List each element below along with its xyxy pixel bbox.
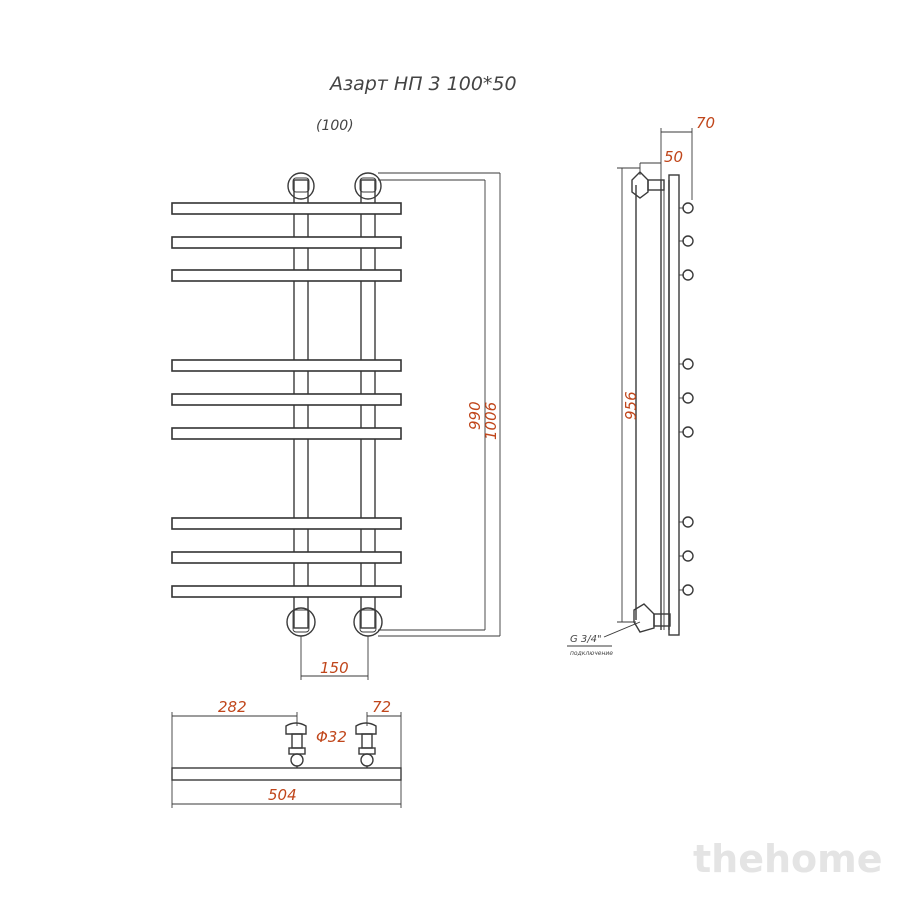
product-title: Азарт НП 3 100*50 [328, 73, 517, 95]
dim-990: 990 [466, 401, 484, 430]
bottom-valve [633, 603, 655, 633]
top-right-connection [354, 172, 382, 200]
side-pipe [668, 174, 680, 636]
front-view [171, 172, 402, 637]
side-view [631, 171, 694, 636]
crossbar [171, 585, 402, 598]
dim-70: 70 [696, 114, 715, 132]
product-subtitle: (100) [316, 118, 354, 134]
crossbar [171, 359, 402, 372]
side-height-dimension: 956 [617, 167, 640, 623]
axis-distance-dimension: 150 [300, 636, 369, 680]
top-view-right-fitting [355, 722, 377, 768]
crossbar [171, 427, 402, 440]
crossbar [171, 517, 402, 530]
depth-dimensions: 70 50 [639, 114, 715, 200]
dim-1006: 1006 [482, 402, 500, 440]
dim-diameter: Φ32 [316, 728, 347, 746]
dim-150: 150 [320, 659, 349, 677]
top-view-bar [171, 767, 402, 781]
crossbar [171, 393, 402, 406]
top-view: 282 72 Φ32 504 [171, 698, 402, 808]
dim-956: 956 [622, 391, 640, 420]
dim-504: 504 [268, 786, 297, 804]
top-left-connection [287, 172, 315, 200]
crossbar [171, 202, 402, 215]
connection-label: подключение [570, 650, 613, 657]
watermark: thehome [693, 837, 883, 881]
connection-note: G 3/4" подключение [567, 621, 641, 657]
crossbar [171, 269, 402, 282]
top-view-left-fitting [285, 722, 307, 768]
crossbar [171, 551, 402, 564]
top-valve [631, 171, 649, 199]
dim-282: 282 [218, 698, 247, 716]
dim-72: 72 [372, 698, 391, 716]
dim-50: 50 [664, 148, 683, 166]
connection-thread: G 3/4" [570, 634, 602, 645]
bar-end-knobs [679, 202, 694, 596]
crossbar [171, 236, 402, 249]
height-dimensions: 990 1006 [378, 172, 501, 637]
